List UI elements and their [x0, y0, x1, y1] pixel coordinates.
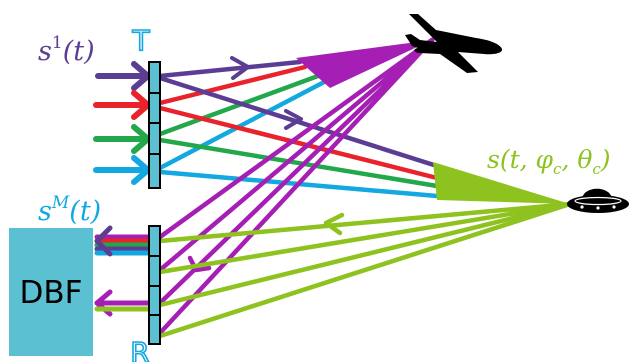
receive-array	[148, 225, 161, 345]
signal-last-arg: (t)	[69, 196, 101, 227]
signal-last-label: sM(t)	[38, 193, 101, 227]
receive-label: R	[130, 336, 149, 362]
target-signal-end: )	[600, 145, 611, 174]
signal-first-base: s	[38, 36, 52, 67]
airplane-icon	[405, 14, 503, 73]
transmit-array	[148, 61, 161, 189]
target-illumination-fan	[433, 162, 570, 204]
target-signal-mid: , θ	[561, 145, 592, 174]
signal-last-sup: M	[51, 193, 70, 213]
target-signal-sub1: c	[553, 160, 562, 178]
output-arrows-to-dbf	[94, 225, 153, 317]
signal-first-arg: (t)	[63, 36, 95, 67]
signal-first-label: s1(t)	[38, 33, 95, 67]
aircraft-reflection-fan	[296, 40, 432, 88]
tx-arrowheads	[230, 56, 303, 130]
target-signal-start: s(t, φ	[487, 145, 554, 174]
target-signal-label: s(t, φc, θc)	[487, 145, 611, 178]
dbf-block	[9, 228, 93, 356]
ufo-icon	[567, 188, 629, 213]
target-return-beams	[157, 201, 573, 339]
transmit-label: T	[131, 24, 150, 57]
dbf-label: DBF	[20, 275, 83, 311]
aircraft-return-beams	[157, 37, 435, 336]
target-signal-sub2: c	[592, 160, 601, 178]
input-signal-arrows	[93, 61, 151, 185]
signal-last-base: s	[38, 196, 52, 227]
signal-first-sup: 1	[52, 33, 63, 53]
